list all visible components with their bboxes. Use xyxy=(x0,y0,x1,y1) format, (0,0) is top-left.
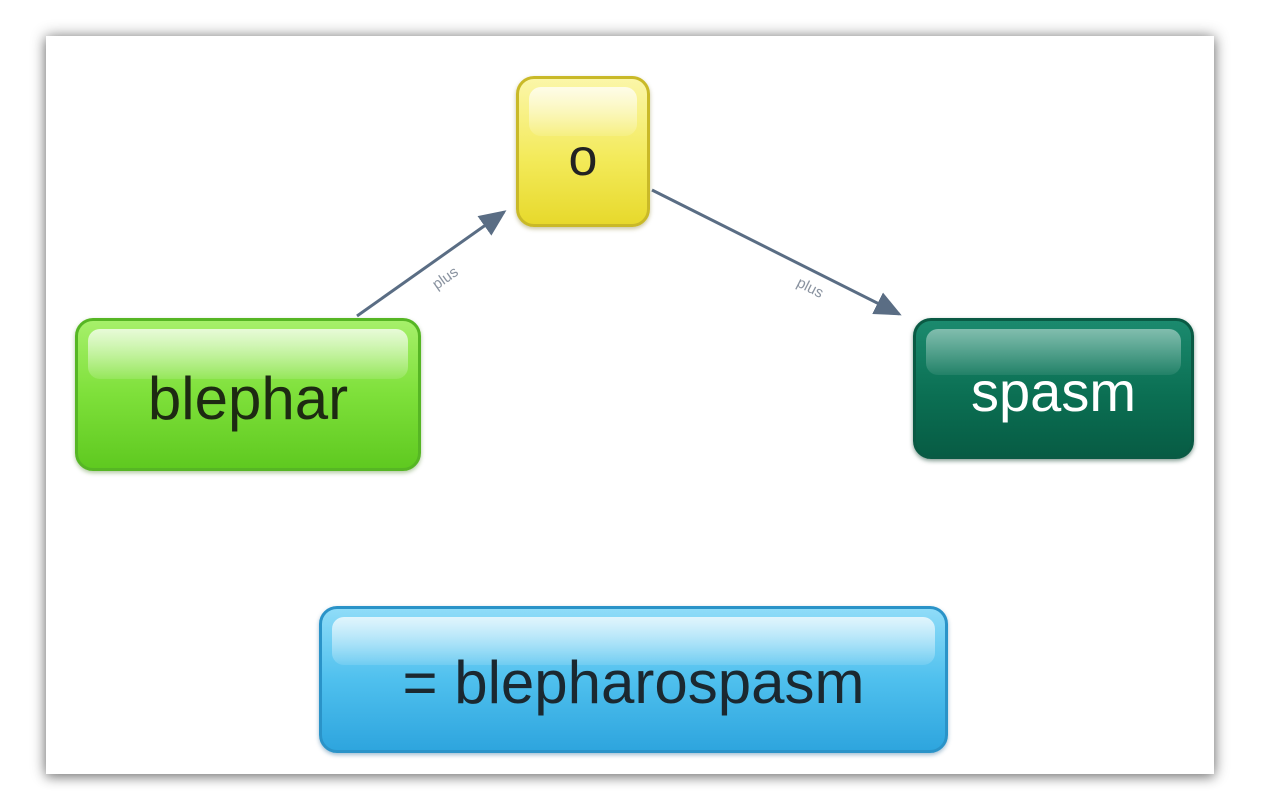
node-spasm-label: spasm xyxy=(971,359,1136,423)
node-blephar[interactable]: blephar xyxy=(75,318,421,471)
node-result-label: = blepharospasm xyxy=(402,648,865,716)
node-result[interactable]: = blepharospasm xyxy=(319,606,948,753)
node-blephar-label: blephar xyxy=(147,364,349,432)
node-spasm[interactable]: spasm xyxy=(913,318,1194,459)
node-o[interactable]: o xyxy=(516,76,650,227)
node-o-label: o xyxy=(568,128,598,187)
